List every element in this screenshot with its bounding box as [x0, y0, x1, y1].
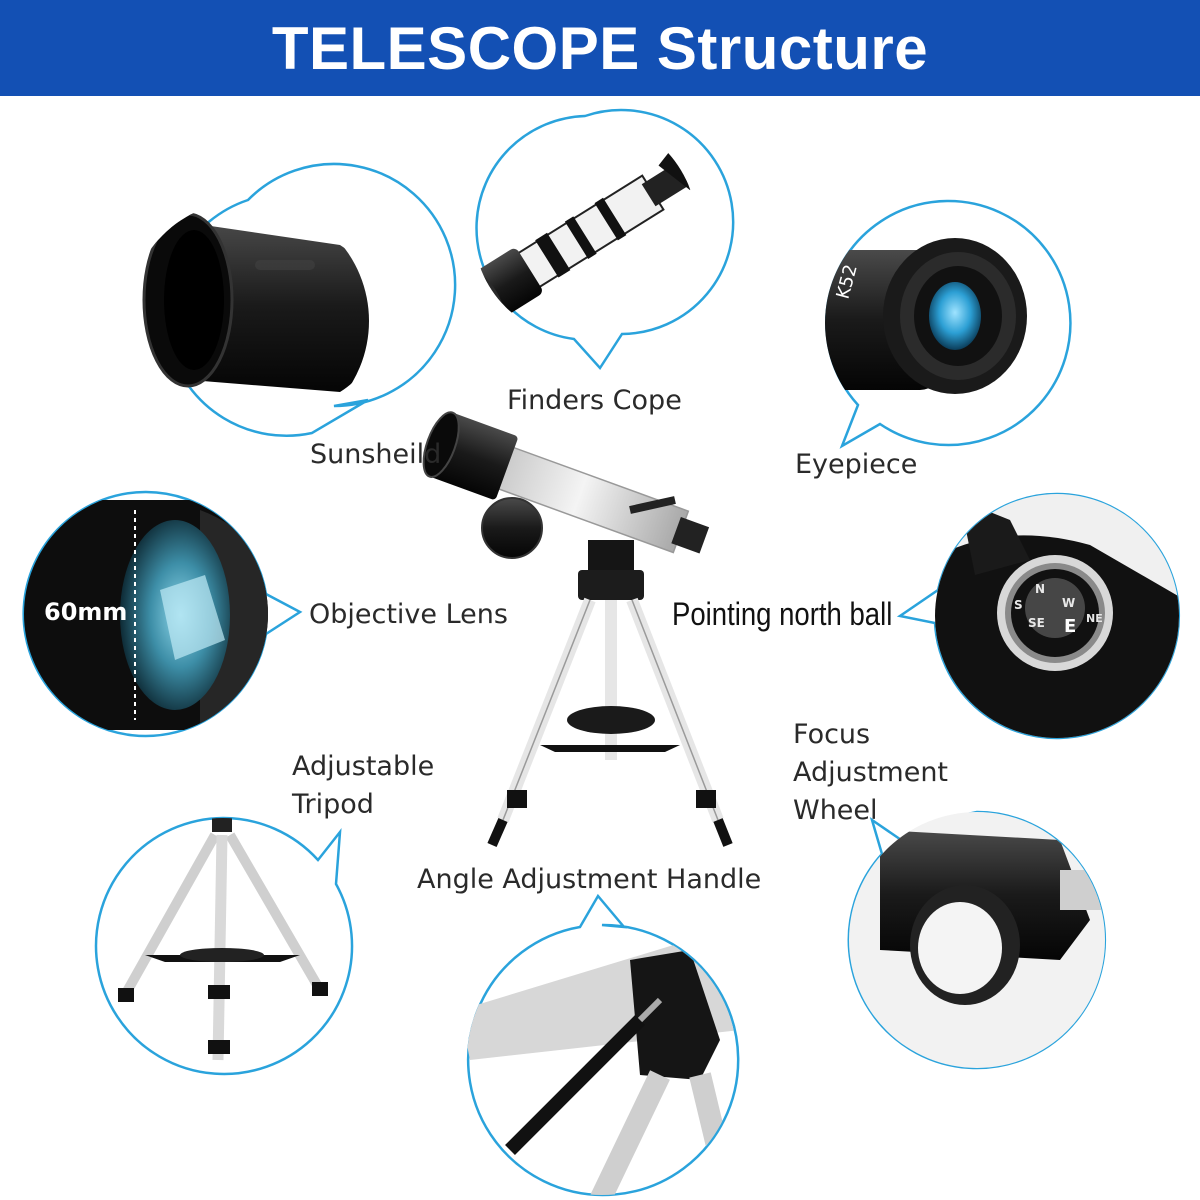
- pointing-north-bubble: [896, 492, 1181, 740]
- label-objective-lens: Objective Lens: [309, 599, 508, 630]
- title-banner: TELESCOPE Structure: [0, 0, 1200, 96]
- compass-letter-ne: NE: [1086, 612, 1103, 625]
- label-tripod-line2: Tripod: [292, 789, 374, 820]
- compass-letter-e: E: [1064, 616, 1077, 637]
- label-sunshield: Sunsheild: [310, 439, 442, 470]
- label-tripod-line1: Adjustable: [292, 751, 435, 782]
- objective-size-label: 60mm: [44, 598, 128, 626]
- eyepiece-bubble: K52: [825, 199, 1072, 449]
- finderscope-bubble: [473, 108, 735, 371]
- page-title: TELESCOPE Structure: [271, 14, 929, 82]
- label-focus-line3: Wheel: [793, 795, 878, 826]
- label-pointing-north-ball: Pointing north ball: [672, 596, 893, 632]
- label-focus-line2: Adjustment: [793, 757, 949, 788]
- focus-wheel-bubble: [847, 810, 1107, 1070]
- compass-letter-w: W: [1062, 596, 1076, 610]
- central-telescope: [422, 411, 733, 848]
- angle-handle-bubble: [466, 893, 740, 1197]
- label-eyepiece: Eyepiece: [795, 449, 918, 480]
- objective-lens-bubble: [22, 490, 303, 738]
- compass-letter-n: N: [1035, 582, 1046, 596]
- label-angle-handle: Angle Adjustment Handle: [417, 864, 762, 895]
- label-finderscope: Finders Cope: [507, 385, 682, 416]
- label-focus-line1: Focus: [793, 719, 871, 750]
- compass-letter-se: SE: [1028, 616, 1045, 630]
- sunshield-bubble: [142, 162, 457, 437]
- tripod-bubble: [94, 816, 354, 1076]
- compass-letter-s: S: [1014, 598, 1023, 612]
